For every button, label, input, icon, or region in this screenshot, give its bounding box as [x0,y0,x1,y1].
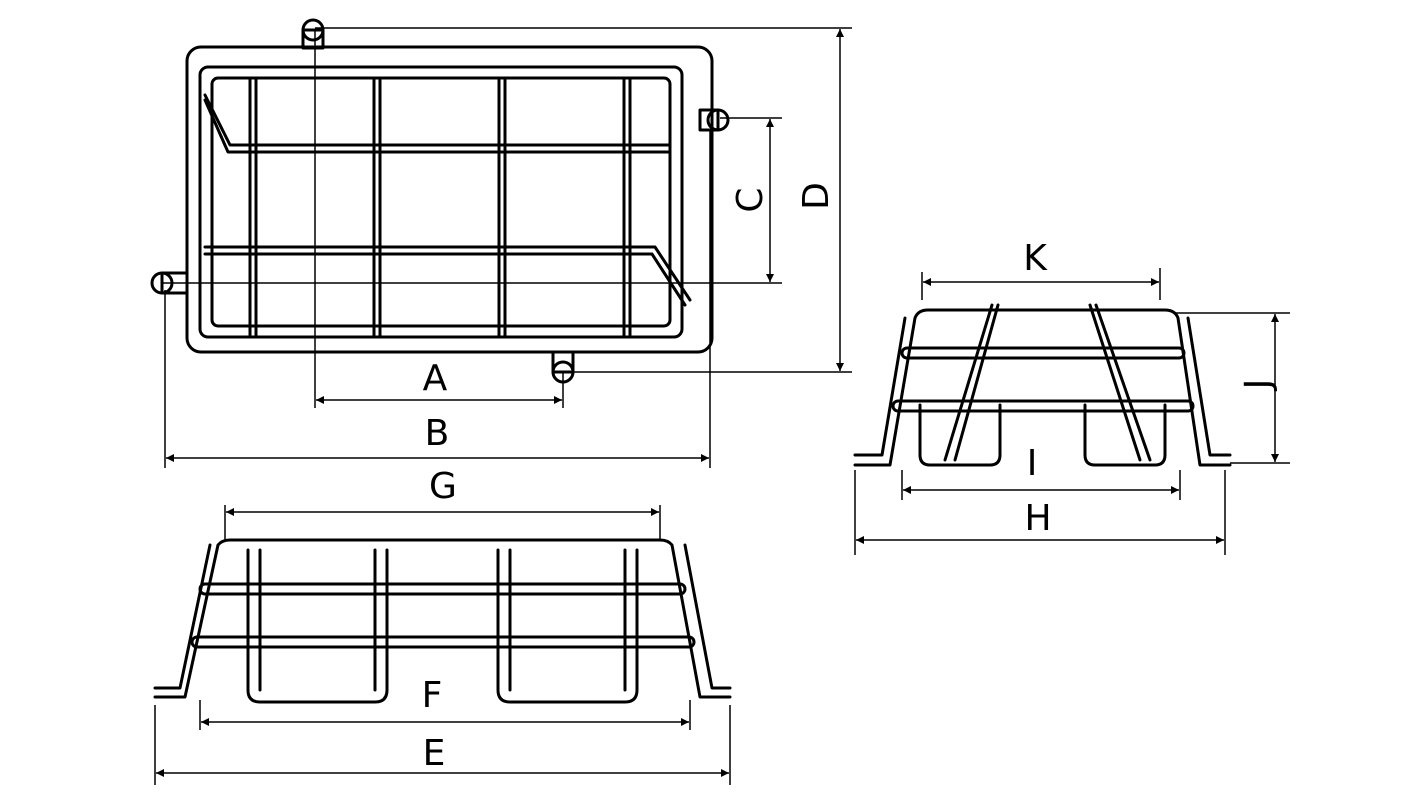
label-i: I [1027,443,1038,484]
label-b: B [425,413,450,454]
extension-lines [154,27,1290,785]
label-k: K [1023,238,1048,279]
front-view-cage [153,538,732,704]
dimension-lines [156,29,1279,777]
label-f: F [422,675,443,716]
label-d: D [796,182,837,210]
label-j: J [1238,379,1279,392]
label-e: E [423,733,446,774]
top-view-cage [150,18,730,384]
mounting-lug-icon [301,18,325,50]
label-h: H [1024,498,1051,539]
label-c: C [730,187,771,212]
mounting-lug-icon [698,108,730,132]
label-a: A [423,358,448,399]
side-view-cage [853,303,1232,467]
label-g: G [429,466,457,507]
